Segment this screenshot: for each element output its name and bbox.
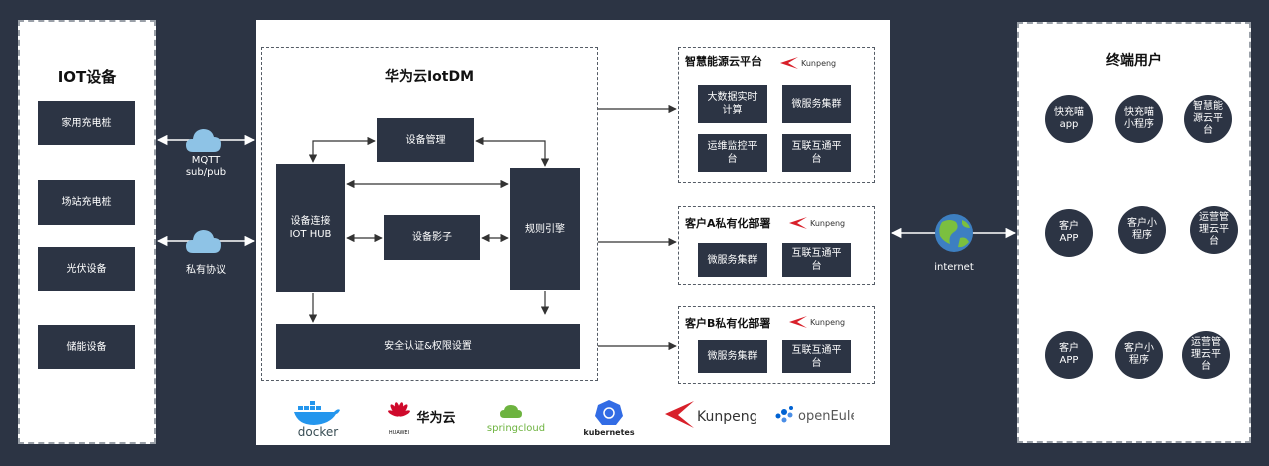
kubernetes-helm-icon: kubernetes [583,400,635,437]
svg-text:华为云: 华为云 [416,410,455,426]
kunpeng-icon [780,57,798,69]
svg-text:Kunpeng: Kunpeng [697,409,756,425]
user-customer-miniprogram-2[interactable]: 客户小程序 [1115,331,1163,379]
globe-icon [935,214,973,252]
svg-text:openEuler: openEuler [798,409,854,424]
user-ops-platform-2[interactable]: 运营管理云平台 [1182,331,1230,379]
cell-interconnect-a[interactable]: 互联互通平 台 [782,243,851,277]
iotdm-region [261,47,598,381]
platform-customer-a-title: 客户A私有化部署 [685,217,771,230]
device-shadow-box[interactable]: 设备影子 [384,215,480,260]
platform-smart-energy [678,47,875,183]
svg-text:kubernetes: kubernetes [583,428,634,437]
users-title: 终端用户 [1106,53,1162,69]
platform-customer-b [678,306,875,384]
device-station-charger[interactable]: 场站充电桩 [38,180,135,225]
openeuler-dots-icon: openEuler [775,406,865,424]
iotdm-title: 华为云IotDM [384,69,475,85]
internet-label: internet [934,262,974,273]
kunpeng-logo-text: Kunpeng [810,218,846,228]
huawei-cloud-logo: HUAWEI 华为云 [384,400,460,438]
cell-ops-monitoring[interactable]: 运维监控平 台 [698,134,767,172]
docker-whale-icon: docker [294,401,340,439]
cell-interconnect-b[interactable]: 互联互通平 台 [782,340,851,373]
platform-smart-energy-title: 智慧能源云平台 [685,55,762,68]
cloud-icon [186,230,221,253]
device-home-charger[interactable]: 家用充电桩 [38,101,135,145]
platform-customer-b-title: 客户B私有化部署 [685,317,771,330]
iot-hub-label-line2: IOT HUB [289,229,332,240]
device-photovoltaic[interactable]: 光伏设备 [38,247,135,291]
openeuler-logo: openEuler [774,402,865,428]
device-management-box[interactable]: 设备管理 [377,118,474,162]
iot-panel [18,20,156,444]
mqtt-label: MQTT sub/pub [185,155,227,178]
cell-interconnect[interactable]: 互联互通平 台 [782,134,851,172]
cell-microservice-a[interactable]: 微服务集群 [698,243,767,277]
platform-customer-a [678,206,875,285]
rule-engine-box[interactable]: 规则引擎 [510,168,580,290]
docker-logo: docker [290,398,350,439]
kunpeng-icon [789,316,807,328]
huawei-flower-icon: HUAWEI 华为云 [388,402,456,436]
kunpeng-logo-text: Kunpeng [801,58,837,68]
kubernetes-logo: kubernetes [576,398,642,438]
kunpeng-logo-large: Kunpeng [664,398,759,432]
svg-text:springcloud: springcloud [487,423,545,434]
iot-hub-box[interactable]: 设备连接 IOT HUB [276,164,345,292]
user-customer-miniprogram[interactable]: 客户小程序 [1118,206,1166,254]
svg-text:docker: docker [298,425,338,438]
kunpeng-logo-small: Kunpeng [779,53,841,73]
security-box[interactable]: 安全认证&权限设置 [276,324,580,369]
user-smart-energy-platform[interactable]: 智慧能源云平台 [1184,95,1232,143]
cell-microservice[interactable]: 微服务集群 [782,85,851,123]
spring-cloud-icon: springcloud [487,405,545,434]
user-ops-platform[interactable]: 运营管理云平台 [1190,206,1238,254]
kunpeng-logo-small: Kunpeng [788,213,850,233]
iot-title: IOT设备 [57,68,117,86]
svg-text:HUAWEI: HUAWEI [389,430,409,436]
user-kuaichongmiao-miniprogram[interactable]: 快充喵小程序 [1115,95,1163,143]
iot-hub-label-line1: 设备连接 [290,216,331,227]
kunpeng-logo-text: Kunpeng [810,317,846,327]
kunpeng-logo-small: Kunpeng [788,312,850,332]
cell-microservice-b[interactable]: 微服务集群 [698,340,767,373]
cell-bigdata[interactable]: 大数据实时 计算 [698,85,767,123]
device-energy-storage[interactable]: 储能设备 [38,325,135,369]
kunpeng-bird-icon: Kunpeng [665,401,759,428]
springcloud-logo: springcloud [486,400,546,436]
private-protocol-label: 私有协议 [186,265,226,276]
cloud-icon [186,129,221,152]
kunpeng-icon [789,217,807,229]
